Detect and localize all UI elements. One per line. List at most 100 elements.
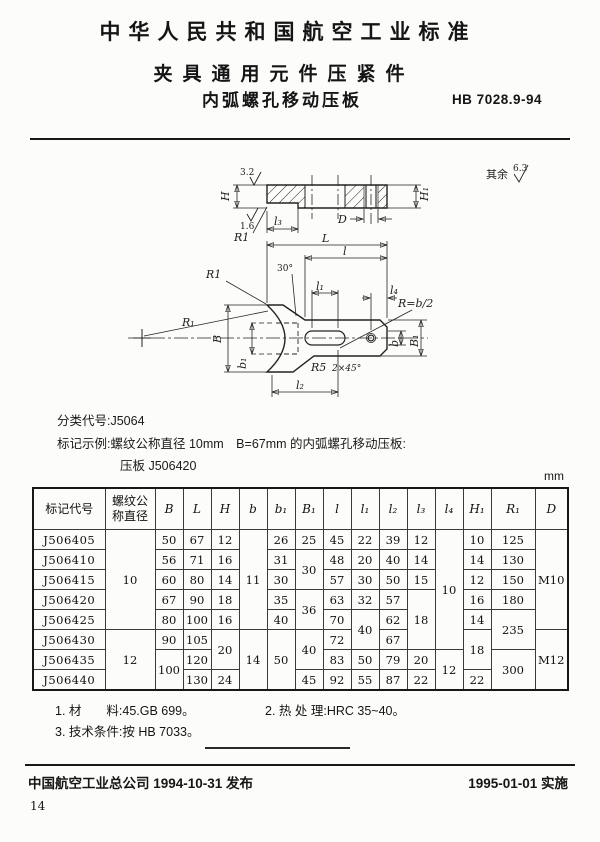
cell: 30	[266, 569, 296, 590]
chamfer-label: 2×45°	[331, 364, 361, 374]
cell: 22	[406, 669, 436, 691]
radius-R1-plan-label: R1	[205, 268, 221, 281]
cell: 18	[210, 589, 240, 610]
cell: 57	[322, 569, 352, 590]
col-header-B1: B₁	[294, 487, 324, 530]
cell: 72	[322, 629, 352, 650]
technical-drawing: H H₁ l₃ D 3.2 1.6 R1 其余	[128, 164, 529, 397]
cell: 300	[490, 649, 536, 691]
cell: 22	[462, 669, 492, 691]
col-header-code: 标记代号	[32, 487, 106, 530]
note-heat-treatment: 2. 热 处 理:HRC 35~40。	[265, 704, 405, 718]
radius-R1-section-label: R1	[233, 231, 249, 244]
cell: J506435	[32, 649, 106, 670]
table-row: J506420 67 90 18 35 36 63 32 57 18 16 18…	[32, 589, 568, 650]
radius-R1-arc-label: R₁	[181, 316, 195, 329]
cell: 180	[490, 589, 536, 610]
cell: 14	[406, 549, 436, 570]
cell: 31	[266, 549, 296, 570]
header-rule	[30, 138, 570, 140]
col-header-l2: l₂	[378, 487, 408, 530]
dim-l2-label: l₂	[296, 379, 304, 392]
cell: 40	[294, 629, 324, 670]
cell: 48	[322, 549, 352, 570]
col-header-B: B	[154, 487, 184, 530]
cell: 18	[462, 629, 492, 670]
cell: 63	[322, 589, 352, 610]
cell: 15	[406, 569, 436, 590]
col-header-b1: b₁	[266, 487, 296, 530]
cell: 11	[238, 529, 268, 630]
cell: J506410	[32, 549, 106, 570]
cell: 67	[378, 629, 408, 650]
cell: J506425	[32, 609, 106, 630]
cell: 120	[182, 649, 212, 670]
cell: 90	[154, 629, 184, 650]
cell: 50	[350, 649, 380, 670]
col-header-H: H	[210, 487, 240, 530]
cell: 14	[210, 569, 240, 590]
table-row: J506425 80 100 16 40 70 40 62 14 235	[32, 609, 568, 650]
page-number: 14	[30, 799, 46, 813]
dim-D-label: D	[337, 213, 347, 226]
cell: 100	[154, 649, 184, 691]
cell: 105	[182, 629, 212, 650]
cell: 83	[322, 649, 352, 670]
dim-B1-label: B₁	[408, 335, 421, 349]
cell: 87	[378, 669, 408, 691]
cell: J506415	[32, 569, 106, 590]
cell: 45	[294, 669, 324, 691]
dim-L: L	[266, 232, 388, 318]
col-header-l4: l₄	[434, 487, 464, 530]
cell: 90	[182, 589, 212, 610]
dim-H1-label: H₁	[418, 187, 431, 202]
cell: 20	[210, 629, 240, 670]
cell: 14	[462, 549, 492, 570]
cell: 50	[378, 569, 408, 590]
notes-divider-rule	[205, 747, 350, 749]
col-header-l1: l₁	[350, 487, 380, 530]
dim-l4-label: l₄	[390, 284, 398, 297]
cell: 55	[350, 669, 380, 691]
footer-effective-date: 1995-01-01 实施	[468, 776, 568, 791]
cell: 20	[406, 649, 436, 670]
angle-30-label: 30°	[277, 264, 293, 274]
cell: 20	[350, 549, 380, 570]
cell: 16	[210, 549, 240, 570]
cell: 235	[490, 609, 536, 650]
col-header-thread-dia: 螺纹公称直径	[104, 487, 156, 530]
marking-example-line2: 压板 J506420	[120, 459, 197, 473]
cell: 12	[210, 529, 240, 550]
cell: 50	[266, 629, 296, 691]
dimension-table: 标记代号 螺纹公称直径 B L H b b₁ B₁ l l₁ l₂ l₃ l₄ …	[32, 487, 569, 691]
col-header-L: L	[182, 487, 212, 530]
table-row: J506410 56 71 16 31 30 48 20 40 14 14 13…	[32, 549, 568, 590]
cell: 14	[238, 629, 268, 691]
cell: 57	[378, 589, 408, 610]
cell: 80	[154, 609, 184, 630]
document-title-line1: 夹具通用元件压紧件	[153, 64, 415, 85]
cell: M10	[534, 529, 569, 630]
cell: 40	[350, 609, 380, 650]
surface-finish-1-6: 1.6	[240, 222, 255, 232]
table-header-row: 标记代号 螺纹公称直径 B L H b b₁ B₁ l l₁ l₂ l₃ l₄ …	[32, 487, 569, 530]
cell: 80	[182, 569, 212, 590]
cell: 30	[294, 549, 324, 590]
table-row: J506435 100 120 83 50 79 20 12 300	[32, 649, 568, 691]
cell: 35	[266, 589, 296, 610]
cell: 79	[378, 649, 408, 670]
col-header-l: l	[322, 487, 352, 530]
cell: M12	[534, 629, 569, 691]
cell: 100	[182, 609, 212, 630]
section-view: H H₁ l₃ D 3.2 1.6 R1 其余	[219, 164, 529, 244]
cell: 26	[266, 529, 296, 550]
cell: 130	[490, 549, 536, 570]
dim-B-label: B	[211, 335, 224, 344]
cell: 36	[294, 589, 324, 630]
dim-b1-label: b₁	[236, 358, 249, 369]
cell: 24	[210, 669, 240, 691]
standard-number: HB 7028.9-94	[451, 92, 542, 107]
dim-l-label: l	[343, 245, 347, 258]
col-header-D: D	[534, 487, 569, 530]
